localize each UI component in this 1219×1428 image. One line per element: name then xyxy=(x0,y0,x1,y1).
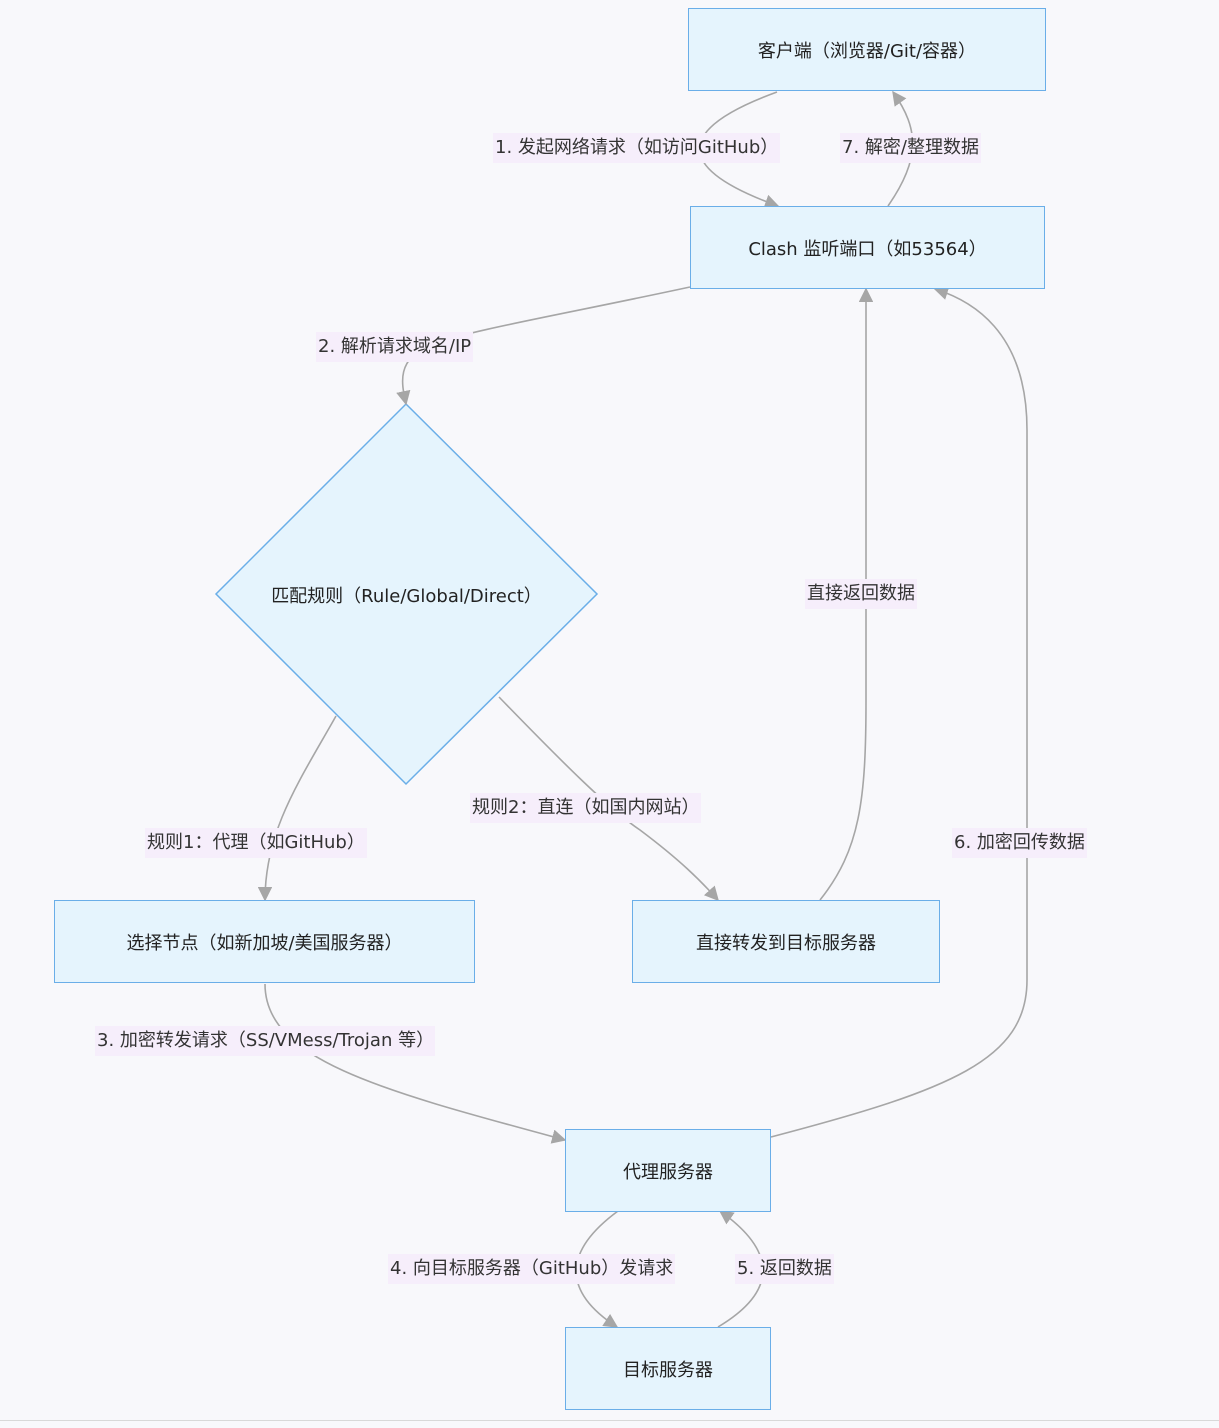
edge-label-1: 1. 发起网络请求（如访问GitHub） xyxy=(493,133,781,163)
direct-label: 直接转发到目标服务器 xyxy=(696,932,876,954)
proxy-label: 代理服务器 xyxy=(623,1161,713,1183)
edge-label-direct-return: 直接返回数据 xyxy=(805,579,917,609)
client-label: 客户端（浏览器/Git/容器） xyxy=(757,40,977,62)
direct-node[interactable]: 直接转发到目标服务器 xyxy=(632,900,940,983)
target-node[interactable]: 目标服务器 xyxy=(565,1327,771,1410)
edge-match-select xyxy=(257,715,337,902)
edge-label-6: 6. 加密回传数据 xyxy=(952,828,1087,858)
edge-label-5: 5. 返回数据 xyxy=(735,1254,834,1284)
edge-match-direct xyxy=(498,696,719,902)
client-node[interactable]: 客户端（浏览器/Git/容器） xyxy=(688,8,1046,91)
edge-label-3: 3. 加密转发请求（SS/VMess/Trojan 等） xyxy=(95,1026,435,1056)
edge-label-7: 7. 解密/整理数据 xyxy=(840,133,981,163)
clash-label: Clash 监听端口（如53564） xyxy=(748,238,987,260)
edge-label-rule2: 规则2：直连（如国内网站） xyxy=(470,793,702,823)
edge-select-proxy xyxy=(264,983,567,1144)
edge-proxy-clash xyxy=(770,286,1028,1138)
edge-label-rule1: 规则1：代理（如GitHub） xyxy=(145,828,367,858)
edge-label-2: 2. 解析请求域名/IP xyxy=(316,332,474,362)
match-diamond[interactable] xyxy=(214,402,599,786)
match-label: 匹配规则（Rule/Global/Direct） xyxy=(271,586,542,607)
edge-direct-clash xyxy=(819,287,874,901)
select-node-box[interactable]: 选择节点（如新加坡/美国服务器） xyxy=(54,900,475,983)
page-divider xyxy=(0,1420,1219,1421)
edge-label-4: 4. 向目标服务器（GitHub）发请求 xyxy=(388,1254,676,1284)
clash-node[interactable]: Clash 监听端口（如53564） xyxy=(690,206,1045,289)
select-label: 选择节点（如新加坡/美国服务器） xyxy=(126,932,403,954)
proxy-node[interactable]: 代理服务器 xyxy=(565,1129,771,1212)
target-label: 目标服务器 xyxy=(623,1359,713,1381)
